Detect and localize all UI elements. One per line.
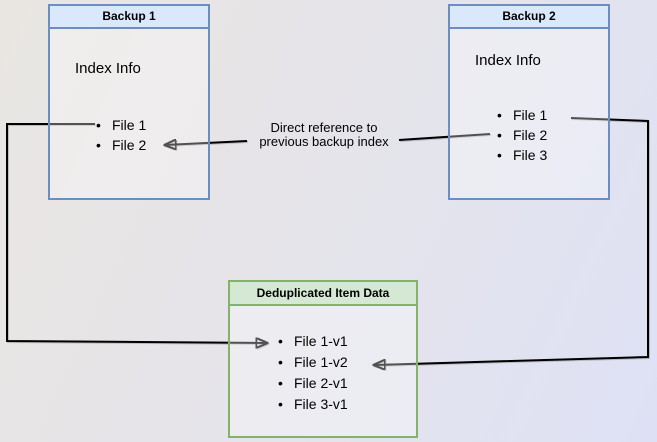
list-item: File 2	[96, 135, 146, 155]
arrow-backup1-file1-to-dedup-icon	[6, 123, 267, 343]
backup2-file-list: File 1 File 2 File 3	[497, 105, 547, 165]
arrow-annotation-label: Direct reference to previous backup inde…	[259, 120, 389, 149]
list-item: File 3	[497, 145, 547, 165]
backup1-subtitle: Index Info	[75, 60, 141, 77]
backup2-box: Backup 2 Index Info File 1 File 2 File 3	[448, 4, 610, 200]
dedup-title: Deduplicated Item Data	[230, 282, 416, 306]
dedup-box: Deduplicated Item Data File 1-v1 File 1-…	[228, 280, 418, 438]
list-item: File 2	[497, 125, 547, 145]
backup1-title: Backup 1	[50, 6, 208, 29]
dedup-file-list: File 1-v1 File 1-v2 File 2-v1 File 3-v1	[278, 331, 348, 415]
backup2-title: Backup 2	[450, 6, 608, 29]
list-item: File 3-v1	[278, 394, 348, 415]
backup1-box: Backup 1 Index Info File 1 File 2	[48, 4, 210, 200]
arrow-backup2-file2-right-segment-icon	[398, 133, 491, 141]
list-item: File 1-v1	[278, 331, 348, 352]
backup1-file-list: File 1 File 2	[96, 115, 146, 155]
list-item: File 1	[96, 115, 146, 135]
list-item: File 1-v2	[278, 352, 348, 373]
list-item: File 1	[497, 105, 547, 125]
backup2-subtitle: Index Info	[475, 52, 541, 69]
list-item: File 2-v1	[278, 373, 348, 394]
arrow-backup2-file2-to-backup1-icon	[165, 141, 248, 145]
